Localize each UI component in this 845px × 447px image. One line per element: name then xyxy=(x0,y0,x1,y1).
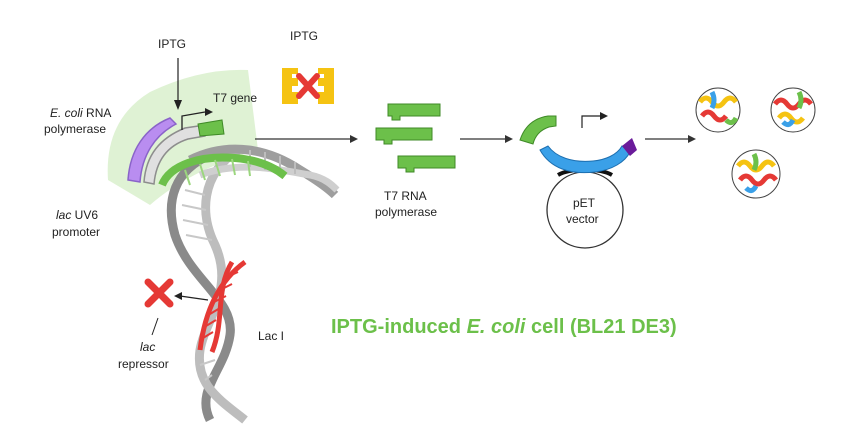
ecoli-rna-label: E. coli RNA xyxy=(50,106,111,120)
t7-rna-polymerase-blocks xyxy=(375,103,456,173)
t7-gene-dna-segment xyxy=(158,153,288,187)
repressor-label: repressor xyxy=(118,357,169,371)
lac-repressor-italic-label: lac xyxy=(140,340,155,354)
lac-i-segment xyxy=(197,259,247,353)
iptg-label: IPTG xyxy=(158,37,186,51)
green-rungs xyxy=(184,158,251,186)
iptg-repressor-complex xyxy=(282,68,334,104)
transcription-arrow xyxy=(181,111,206,130)
iptg-down-arrow xyxy=(174,100,182,110)
lac-uv6-label: lac UV6 xyxy=(56,208,98,222)
vector-label: vector xyxy=(566,212,599,226)
lac-i-label: Lac I xyxy=(258,329,284,343)
lac-repressor-icon xyxy=(144,278,174,308)
t7-polymerase-label: polymerase xyxy=(375,205,437,219)
repressor-arrow xyxy=(174,292,182,300)
pet-vector-plasmid xyxy=(519,112,637,249)
t7-gene-label: T7 gene xyxy=(213,91,257,105)
rna-polymerase-label: polymerase xyxy=(44,122,106,136)
t7-rna-label: T7 RNA xyxy=(384,189,427,203)
iptg-box-label: IPTG xyxy=(290,29,318,43)
pet-label: pET xyxy=(573,196,596,210)
t7-gene-block xyxy=(197,119,225,137)
promoter-label: promoter xyxy=(52,225,100,239)
dna-helix xyxy=(166,144,340,424)
figure-title: IPTG-induced E. coli cell (BL21 DE3) xyxy=(331,316,677,338)
expressed-proteins xyxy=(695,87,816,199)
ecoli-rna-polymerase xyxy=(127,117,178,183)
